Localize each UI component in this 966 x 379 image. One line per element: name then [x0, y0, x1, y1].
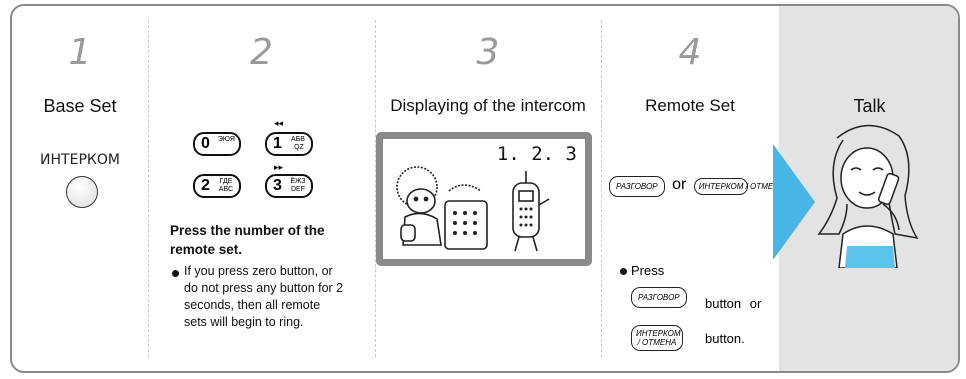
fast-forward-icon: ▸▸: [274, 162, 284, 172]
intercom-illustration: [396, 166, 550, 252]
step-divider: [601, 20, 602, 357]
key-3[interactable]: 3 ЁЖЗ DEF: [265, 174, 313, 198]
chevron-right-icon: [773, 144, 815, 260]
step-3: 3 Displaying of the intercom: [375, 6, 601, 371]
key-0[interactable]: 0 ЭЮЯ: [193, 132, 241, 156]
instruction-panel: 1 Base Set ИНТЕРКОМ 2 0 ЭЮЯ ◂◂ 1 АБВ .QZ…: [10, 4, 960, 373]
step-4: 4 Remote Set РАЗГОВОР or ИНТЕРКОМ / ОТМЕ…: [601, 6, 784, 371]
key-digit: 3: [273, 177, 282, 194]
intercom-button[interactable]: [66, 176, 98, 208]
step-number: 4: [678, 32, 702, 73]
key-letters: ЭЮЯ: [217, 136, 235, 143]
woman-on-phone-illustration: [817, 124, 919, 268]
step-number: 3: [476, 32, 500, 73]
step-1: 1 Base Set ИНТЕРКОМ: [12, 6, 148, 371]
note-text: If you press zero button, or do not pres…: [184, 264, 344, 329]
display-screen: 1. 2. 3: [376, 132, 592, 266]
key-2[interactable]: 2 ГДЕ ABC: [193, 174, 241, 198]
remote-keys-row: РАЗГОВОР or ИНТЕРКОМ / ОТМЕНА: [609, 176, 784, 197]
display-area: 1. 2. 3: [383, 139, 585, 259]
key-digit: 2: [201, 177, 210, 194]
intercom-button-label: ИНТЕРКОМ: [40, 152, 120, 168]
step-number: 2: [250, 32, 273, 73]
key-digit: 1: [273, 135, 282, 152]
press-text: Press: [631, 263, 665, 278]
bullet-icon: [172, 270, 179, 277]
step-title: Displaying of the intercom: [390, 96, 586, 115]
talk-section: Talk: [779, 6, 958, 371]
step-2: 2 0 ЭЮЯ ◂◂ 1 АБВ .QZ 2 ГДЕ ABC ▸▸ 3 ЁЖЗ …: [148, 6, 375, 371]
button-text: button.: [705, 331, 745, 346]
instruction-text: Press the number of the remote set.: [170, 223, 325, 257]
step-divider: [375, 20, 376, 357]
bullet-icon: [620, 268, 627, 275]
step-number: 1: [68, 32, 92, 73]
step-title: Base Set: [43, 96, 117, 116]
intercom-cancel-key[interactable]: ИНТЕРКОМ / ОТМЕНА: [693, 178, 784, 195]
or-text: or: [672, 176, 687, 193]
display-digits: 1. 2. 3: [496, 143, 577, 165]
talk-title: Talk: [853, 96, 886, 116]
intercom-cancel-key[interactable]: ИНТЕРКОМ / ОТМЕНА: [631, 325, 683, 351]
rewind-icon: ◂◂: [274, 118, 284, 128]
key-digit: 0: [201, 135, 210, 152]
step-divider: [148, 20, 149, 357]
talk-key[interactable]: РАЗГОВОР: [631, 287, 687, 308]
button-or-text: button or: [705, 296, 762, 311]
key-letters: ГДЕ ABC: [218, 178, 234, 193]
step-title: Remote Set: [645, 96, 735, 115]
key-letters: АБВ .QZ: [291, 136, 305, 151]
talk-key[interactable]: РАЗГОВОР: [609, 176, 665, 197]
key-1[interactable]: 1 АБВ .QZ: [265, 132, 313, 156]
key-letters: ЁЖЗ DEF: [290, 178, 306, 193]
